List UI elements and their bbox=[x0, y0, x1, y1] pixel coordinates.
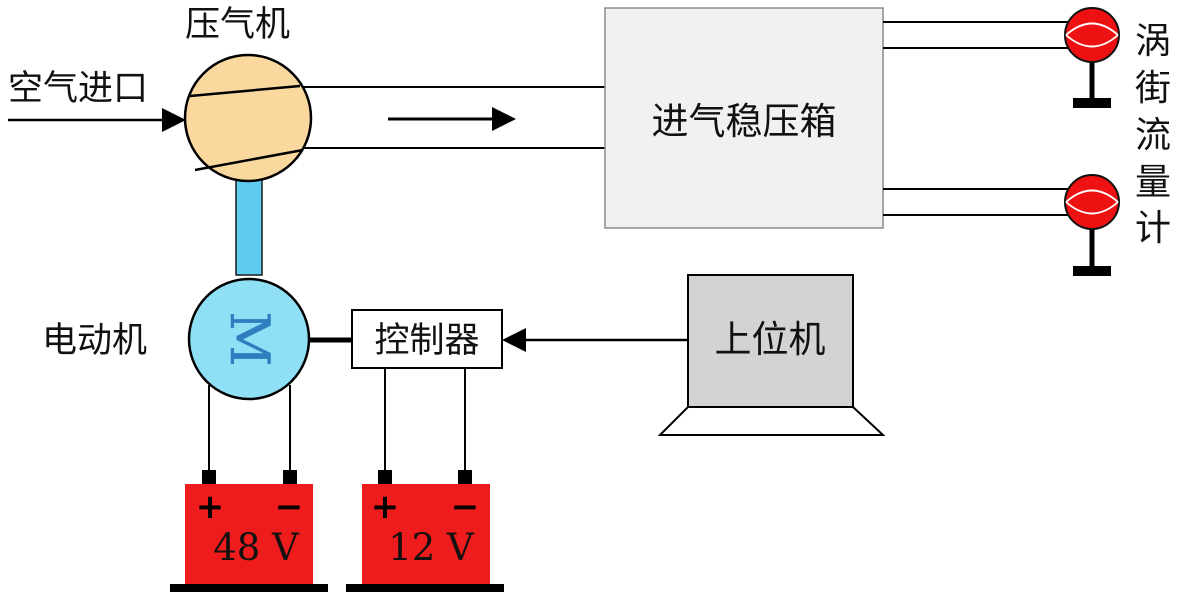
motor-symbol: M bbox=[218, 311, 281, 366]
battery-voltage-label: 48 V bbox=[213, 526, 300, 569]
flowmeter-label-char: 流 bbox=[1135, 115, 1171, 156]
vortex-flowmeter-icon bbox=[1064, 174, 1120, 276]
host-to-controller-arrow bbox=[502, 328, 688, 352]
controller-box bbox=[351, 309, 503, 369]
flowmeter-label-char: 量 bbox=[1135, 162, 1171, 203]
air-inlet-arrow bbox=[8, 108, 186, 132]
plenum-label: 进气稳压箱 bbox=[652, 100, 837, 143]
motor-icon: M bbox=[187, 277, 311, 401]
battery-voltage-label: 12 V bbox=[388, 526, 475, 569]
vortex-flowmeter-icon bbox=[1064, 7, 1120, 108]
battery-12v: + − 12 V bbox=[346, 470, 504, 592]
battery-minus-terminal: − bbox=[451, 487, 480, 527]
flowmeter-label-char: 涡 bbox=[1135, 21, 1171, 62]
motor-label: 电动机 bbox=[42, 321, 147, 361]
compressor-label: 压气机 bbox=[185, 5, 290, 45]
flowmeter-pipe-bottom bbox=[883, 188, 1068, 216]
laptop-icon bbox=[657, 274, 886, 436]
plenum-box bbox=[604, 7, 884, 229]
motor-battery-wires bbox=[208, 385, 291, 470]
controller-label: 控制器 bbox=[374, 321, 479, 361]
battery-plus-terminal: + bbox=[371, 487, 400, 527]
battery-minus-terminal: − bbox=[275, 487, 304, 527]
host-pc-label: 上位机 bbox=[715, 318, 826, 361]
air-inlet-label: 空气进口 bbox=[8, 69, 148, 109]
flowmeter-label-char: 街 bbox=[1135, 68, 1171, 109]
controller-battery-wires bbox=[384, 368, 466, 470]
battery-plus-terminal: + bbox=[196, 487, 225, 527]
flowmeter-pipe-top bbox=[883, 21, 1068, 49]
battery-48v: + − 48 V bbox=[170, 470, 328, 592]
flowmeter-label-char: 计 bbox=[1135, 208, 1171, 249]
intake-pipe bbox=[300, 86, 605, 149]
compressor-icon bbox=[183, 53, 313, 183]
drive-shaft bbox=[235, 179, 263, 276]
flow-direction-arrow bbox=[388, 107, 516, 131]
flowmeter-label: 涡 街 流 量 计 bbox=[1135, 21, 1171, 249]
